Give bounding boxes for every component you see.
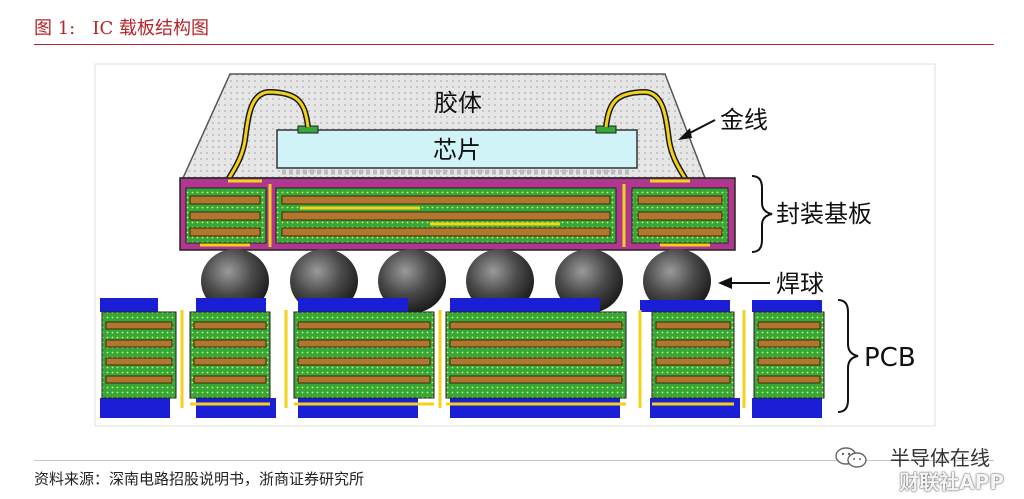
label-encapsulant: 胶体 (434, 89, 482, 117)
watermark-line1: 半导体在线 (890, 446, 990, 470)
chip (276, 129, 638, 169)
footer-divider (34, 460, 994, 461)
chip-pad-left (297, 125, 319, 134)
label-pcb: PCB (864, 343, 916, 373)
label-chip: 芯片 (433, 136, 481, 164)
figure-title: 图 1: IC 载板结构图 (34, 14, 209, 40)
label-gold-wire: 金线 (720, 106, 768, 134)
pcb-bracket (837, 299, 859, 413)
figure-title-text: IC 载板结构图 (92, 18, 210, 39)
watermark: 半导体在线 财联社APP (816, 440, 1006, 494)
figure-number: 图 1: (34, 18, 76, 39)
label-package-substrate: 封装基板 (776, 200, 872, 228)
watermark-line2: 财联社APP (899, 470, 1004, 494)
package-substrate (179, 177, 736, 251)
title-divider (34, 44, 994, 45)
gold-wire-left (226, 90, 310, 181)
label-solder-ball: 焊球 (776, 270, 824, 298)
pcb-board (100, 298, 825, 418)
gold-wire-right (604, 90, 688, 181)
solder-balls (201, 249, 711, 313)
chip-pad-right (595, 125, 617, 134)
solder-ball-arrow (718, 277, 770, 289)
package-substrate-bracket (751, 175, 773, 253)
gold-wire-arrow (678, 119, 716, 140)
wechat-icon (835, 447, 867, 468)
ic-substrate-diagram: 胶体 芯片 金线 封装基板 焊球 PCB (94, 63, 936, 427)
source-note: 资料来源：深南电路招股说明书，浙商证券研究所 (34, 470, 365, 488)
